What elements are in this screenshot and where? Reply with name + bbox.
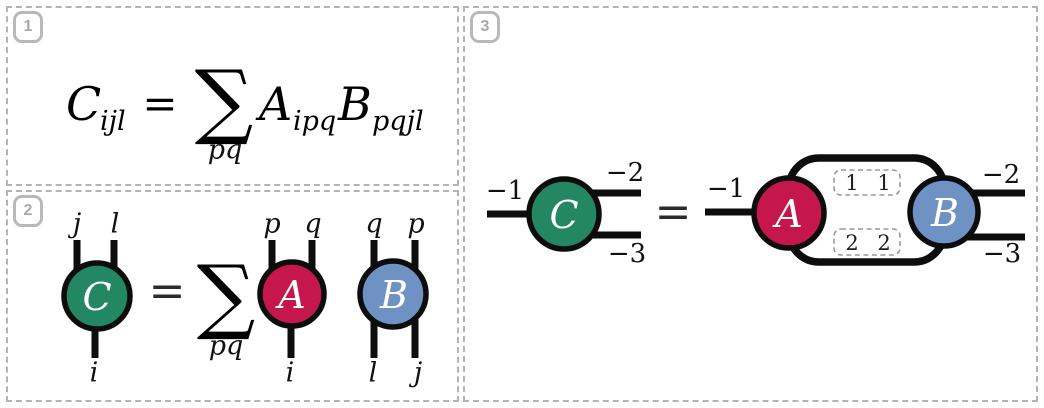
bond-index-label: 1 (845, 171, 858, 195)
panel-diagram-named-indices: 2 C j l i = ∑ pq A p q i B q p l j (6, 190, 459, 402)
summation-indices: pq (208, 135, 243, 166)
tensor-c-label: C (82, 275, 111, 319)
formula-term-a: A (255, 77, 292, 131)
tensor-a-node (751, 175, 827, 251)
panel-formula: 1 C ijl = ∑ pq A ipq B pqjl (6, 6, 459, 186)
panel-diagram-numbered-indices: 3 C −1 −2 −3 = A B 1 1 2 2 −1 −2 −3 (463, 6, 1038, 402)
tensor-b-node (907, 175, 981, 249)
bond-index-box (833, 228, 901, 256)
index-label: i (286, 358, 295, 389)
formula-term-a-subscript: ipq (293, 106, 336, 137)
tensor-b-label: B (379, 273, 408, 317)
index-label: j (68, 209, 81, 240)
index-label: q (365, 209, 382, 240)
summation-symbol: ∑ (195, 54, 254, 149)
formula-equals: = (142, 79, 177, 128)
open-index-label: −1 (707, 174, 745, 204)
equals-sign: = (149, 266, 186, 317)
tensor-a-label: A (275, 273, 305, 317)
tensor-diagram-equation: C j l i = ∑ pq A p q i B q p l j (61, 209, 429, 389)
formula-term-b-subscript: pqjl (372, 106, 424, 137)
tensor-c-node (526, 176, 602, 252)
index-label: q (304, 209, 321, 240)
formula-term-b: B (337, 77, 372, 131)
summation-symbol: ∑ (197, 249, 256, 344)
bond-index-label: 1 (877, 171, 890, 195)
open-index-label: −3 (983, 239, 1021, 269)
open-index-label: −2 (982, 160, 1020, 190)
index-label: p (407, 209, 424, 240)
tensor-a-label: A (772, 192, 802, 236)
tensor-contraction-equation: C −1 −2 −3 = A B 1 1 2 2 −1 −2 −3 (486, 154, 1025, 269)
tensor-c-node (61, 260, 133, 332)
tensor-a-node (257, 259, 327, 329)
index-label: l (369, 358, 378, 389)
formula-equation: C ijl = ∑ pq A ipq B pqjl (66, 54, 424, 166)
equals-sign: = (655, 187, 692, 238)
panel-number-badge: 3 (470, 11, 500, 43)
bond-index-box (833, 169, 901, 196)
open-index-label: −2 (606, 158, 644, 188)
panel-number-badge: 1 (13, 11, 43, 43)
formula-lhs: C (66, 77, 101, 131)
tensor-b-label: B (930, 191, 959, 235)
index-label: i (90, 358, 99, 389)
bond-index-label: 2 (877, 231, 890, 255)
index-label: p (263, 209, 280, 240)
index-label: l (111, 209, 120, 240)
formula-lhs-subscript: ijl (100, 106, 126, 137)
open-index-label: −1 (486, 176, 524, 206)
summation-indices: pq (209, 331, 244, 362)
open-index-label: −3 (608, 239, 646, 269)
panel-number-badge: 2 (13, 195, 43, 227)
bond-index-label: 2 (845, 231, 858, 255)
tensor-c-label: C (549, 193, 578, 237)
tensor-b-node (357, 258, 429, 330)
index-label: j (409, 358, 422, 389)
